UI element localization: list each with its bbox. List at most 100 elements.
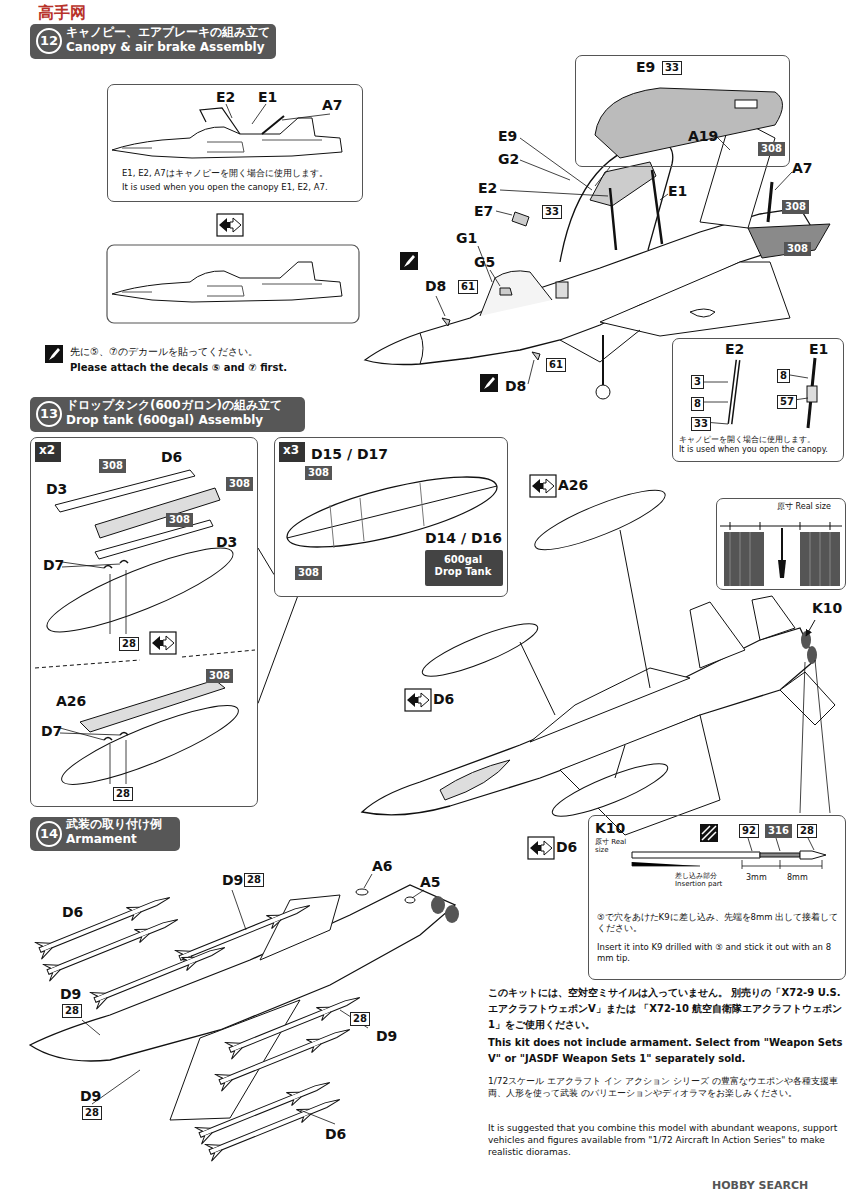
pylon-assembly <box>95 488 220 538</box>
aircraft-canopy-view <box>560 140 673 262</box>
pylon-assembly <box>62 562 126 634</box>
k10-inset <box>632 860 822 869</box>
inset-box: K10原寸 Real size9231628差し込み部分 Insertion p… <box>588 815 846 980</box>
k10-inset <box>760 853 800 857</box>
view-change-icon <box>217 214 243 236</box>
aircraft-canopy-view <box>442 212 540 360</box>
callout-number: 308 <box>758 142 785 156</box>
watermark: 高手网 <box>38 4 86 22</box>
actuator-inset <box>807 386 817 402</box>
pylon-assembly <box>150 632 176 654</box>
quantity-tag: x3 <box>279 442 305 462</box>
dimension-label: 3mm <box>746 873 767 882</box>
callout-number: 28 <box>82 1106 102 1120</box>
note-text: It is used when you open the canopy. <box>679 445 839 454</box>
aircraft-tank-view <box>520 530 815 778</box>
aircraft-canopy-view <box>596 385 610 399</box>
inset-jet-open <box>200 108 240 134</box>
part-label: G1 <box>456 230 477 246</box>
step-title: キャノピー、エアブレーキの組み立て <box>66 26 270 40</box>
tank-capacity-box: 600gal Drop Tank <box>425 550 503 586</box>
note-text: ⑤で穴をあけたK9に差し込み、先端を8mm 出して接着してください。 <box>597 912 841 934</box>
part-label: D9 <box>60 986 81 1002</box>
callout-number: 57 <box>777 395 797 409</box>
inset-box: E2E13885733キャノピーを開く場合に使用します。It is used w… <box>672 338 844 462</box>
part-label: K10 <box>812 600 842 616</box>
callout-number: 92 <box>739 824 759 838</box>
callout-number: 308 <box>206 669 233 683</box>
callout-number: 308 <box>226 477 253 491</box>
tank-label: 600gal Drop Tank <box>429 554 497 577</box>
decal-icon <box>45 345 63 363</box>
k10-inset <box>702 826 716 840</box>
note-text: It is used when you open the canopy E1, … <box>122 183 358 193</box>
aircraft-armament-view <box>405 897 415 903</box>
part-label: E1 <box>809 341 828 357</box>
callout-number: 28 <box>62 1004 82 1018</box>
inset-jet-closed <box>107 245 359 323</box>
step-title: ドロップタンク(600ガロン)の組み立て <box>66 399 282 413</box>
k10-inset <box>632 852 760 858</box>
part-label: A5 <box>420 874 441 890</box>
part-label: E2 <box>725 341 744 357</box>
part-label: A7 <box>322 97 343 113</box>
aircraft-armament-view <box>431 896 445 914</box>
callout-number: 308 <box>99 459 126 473</box>
pylon-assembly <box>35 470 255 797</box>
quantity-label: x2 <box>39 444 55 458</box>
callout-number: 28 <box>244 873 264 887</box>
note-text: キャノピーを開く場合に使用します。 <box>679 435 839 444</box>
part-label: D6 <box>433 691 454 707</box>
pylon-assembly <box>55 693 245 798</box>
note-text: このキットには、空対空ミサイルは入っていません。 別売りの「X72-9 U.S.… <box>488 985 843 1033</box>
part-label: E7 <box>474 203 493 219</box>
note-text: Please attach the decals ⑤ and ⑦ first. <box>70 362 287 374</box>
k10-inset <box>748 838 814 851</box>
drop-tank <box>281 463 502 562</box>
step-header: 12キャノピー、エアブレーキの組み立てCanopy & air brake As… <box>30 24 276 59</box>
aircraft-tank-view <box>800 660 830 813</box>
step-header: 13ドロップタンク(600ガロン)の組み立てDrop tank (600gal)… <box>30 397 305 432</box>
part-label: A19 <box>688 128 718 144</box>
aircraft-canopy-view <box>436 136 792 384</box>
callout-number: 28 <box>113 787 133 801</box>
callout-number: 3 <box>691 375 704 389</box>
callout-number: 28 <box>797 824 817 838</box>
part-label: D9 <box>376 1028 397 1044</box>
part-label: A26 <box>56 693 86 709</box>
callout-number: 61 <box>546 358 566 372</box>
note-text: This kit does not include armament. Sele… <box>488 1035 843 1067</box>
part-label: D7 <box>41 723 62 739</box>
note-text: 原寸 Real size <box>595 838 635 854</box>
part-label: D9 <box>80 1088 101 1104</box>
note-text: Insert it into K9 drilled with ⑤ and sti… <box>597 942 841 964</box>
part-label: E2 <box>216 89 235 105</box>
aircraft-canopy-view <box>748 224 830 258</box>
aircraft-canopy-view <box>420 333 423 364</box>
part-label: A26 <box>558 477 588 493</box>
inset-box: E2E1A7E1, E2, A7はキャノピーを開く場合に使用します。It is … <box>107 84 363 202</box>
part-label: E1 <box>258 89 277 105</box>
note-text: 先に⑤、⑦のデカールを貼ってください。 <box>70 346 258 358</box>
actuator-inset <box>730 360 738 424</box>
part-label: D9 <box>222 872 243 888</box>
canopy-part-inset <box>595 88 783 158</box>
callout-number: 8 <box>777 369 790 383</box>
view-change-icon <box>405 689 431 711</box>
dimension-label: 8mm <box>787 873 808 882</box>
step-title: Canopy & air brake Assembly <box>66 41 265 55</box>
part-label: D6 <box>62 904 83 920</box>
inset-jet-open <box>112 104 342 158</box>
part-label: D6 <box>556 839 577 855</box>
step-number: 14 <box>36 821 62 847</box>
callout-number: 28 <box>119 637 139 651</box>
part-label: D3 <box>46 481 67 497</box>
quantity-label: x3 <box>283 444 299 458</box>
watermark: HOBBY SEARCH <box>712 1180 808 1193</box>
part-label: D15 / D17 <box>311 446 388 462</box>
actuator-inset <box>704 375 808 424</box>
inset-jet-closed <box>112 262 342 302</box>
aircraft-armament-view <box>90 939 228 1009</box>
callout-number: 28 <box>350 1012 370 1026</box>
